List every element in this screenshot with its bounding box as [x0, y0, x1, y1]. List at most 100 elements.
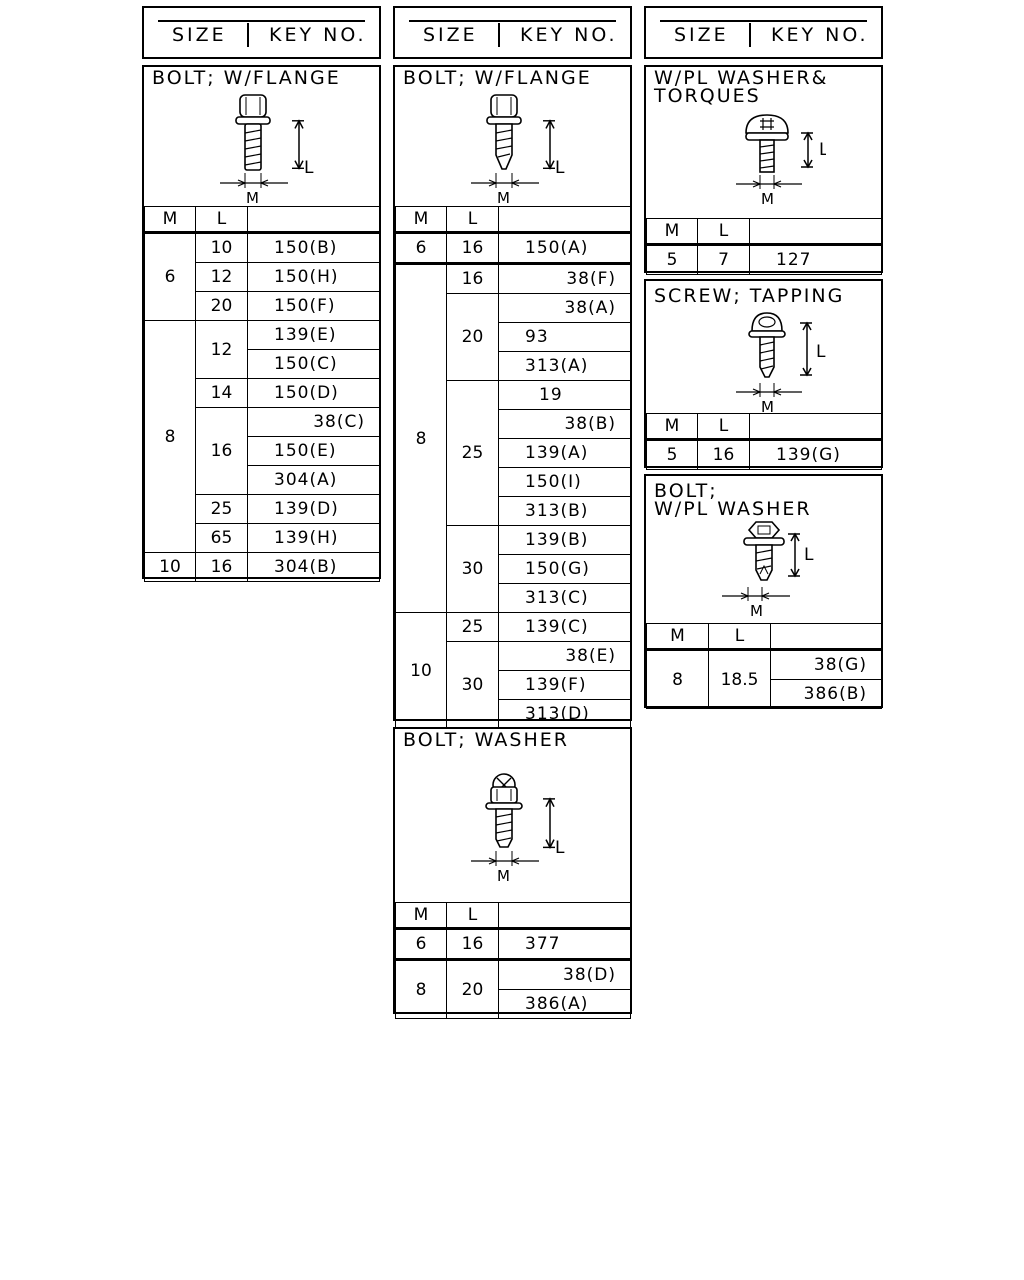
- size-cell: M: [144, 206, 196, 234]
- diameter-label: M: [497, 867, 510, 885]
- key-no-cell: 139(G): [749, 439, 882, 470]
- size-cell: M: [646, 623, 709, 651]
- size-cell: 12: [195, 320, 248, 379]
- size-cell: L: [697, 413, 750, 441]
- key-no-cell: 150(G): [498, 554, 631, 584]
- key-no-cell: 386(A): [498, 989, 631, 1019]
- key-no-cell: 304(A): [247, 465, 380, 495]
- key-no-cell: 19: [498, 380, 631, 410]
- size-cell: 8: [395, 263, 447, 613]
- key-no-cell: 150(C): [247, 349, 380, 379]
- size-cell: 30: [446, 525, 499, 613]
- key-no-cell: 38(A): [498, 293, 631, 323]
- length-label: L: [304, 158, 314, 178]
- size-cell: 16: [697, 439, 750, 470]
- bolt-flange-figure: L M: [471, 94, 565, 207]
- size-cell: 10: [144, 552, 196, 582]
- panel-title: BOLT; W/FLANGE: [403, 67, 592, 89]
- key-no-cell: 38(B): [498, 409, 631, 439]
- key-no-cell: 313(C): [498, 583, 631, 613]
- key-no-cell: 139(A): [498, 438, 631, 468]
- key-no-cell: 150(F): [247, 291, 380, 321]
- table-row: 139(F): [396, 670, 631, 700]
- key-no-cell: 139(B): [498, 525, 631, 555]
- length-label: L: [816, 342, 826, 362]
- key-no-cell: 313(A): [498, 351, 631, 381]
- diameter-label: M: [246, 189, 259, 207]
- size-cell: 20: [446, 293, 499, 381]
- size-cell: 5: [646, 439, 698, 470]
- table-row: 38(B): [396, 409, 631, 439]
- size-cell: 16: [446, 263, 499, 294]
- size-cell: 10: [195, 232, 248, 263]
- table-row: 386(B): [647, 679, 882, 709]
- size-cell: 20: [195, 291, 248, 321]
- key-no-cell: 150(B): [247, 232, 380, 263]
- key-no-cell: 150(A): [498, 232, 631, 264]
- diameter-label: M: [761, 398, 774, 416]
- header-col3: SIZE KEY NO.: [644, 6, 883, 59]
- size-cell: 5: [646, 244, 698, 275]
- size-cell: M: [395, 206, 447, 234]
- key-no-cell: 38(C): [247, 407, 380, 437]
- size-cell: 8: [144, 320, 196, 553]
- length-label: L: [555, 158, 565, 178]
- key-no-cell: 127: [749, 244, 882, 275]
- size-cell: L: [446, 206, 499, 234]
- panel-title: BOLT; W/FLANGE: [152, 67, 341, 89]
- bolt-flange-figure: L M: [220, 94, 314, 207]
- panel-title: W/PL WASHER& TORQUES: [654, 67, 829, 107]
- size-cell: L: [446, 902, 499, 930]
- diameter-label: M: [761, 190, 774, 208]
- table-row: 313(A): [396, 351, 631, 381]
- size-cell: 30: [446, 641, 499, 729]
- key-no-cell: 38(F): [498, 263, 631, 294]
- key-no-header: KEY NO.: [771, 24, 869, 46]
- size-cell: L: [195, 206, 248, 234]
- length-label: L: [804, 545, 814, 565]
- size-cell: 8: [646, 649, 709, 709]
- key-no-cell: 150(E): [247, 436, 380, 466]
- length-label: L: [819, 140, 826, 160]
- size-cell: 7: [697, 244, 750, 275]
- size-cell: 25: [446, 380, 499, 526]
- size-cell: L: [697, 218, 750, 246]
- size-cell: 6: [395, 232, 447, 264]
- table-row: 386(A): [396, 989, 631, 1019]
- size-cell: [498, 206, 631, 234]
- key-no-cell: 139(C): [498, 612, 631, 642]
- size-cell: [770, 623, 882, 651]
- size-cell: M: [395, 902, 447, 930]
- size-cell: 65: [195, 523, 248, 553]
- table-row: 313(B): [396, 496, 631, 526]
- size-cell: 20: [446, 959, 499, 1019]
- key-no-cell: 139(E): [247, 320, 380, 350]
- key-no-cell: 38(D): [498, 959, 631, 990]
- table-row: 150(I): [396, 467, 631, 497]
- size-cell: [749, 413, 882, 441]
